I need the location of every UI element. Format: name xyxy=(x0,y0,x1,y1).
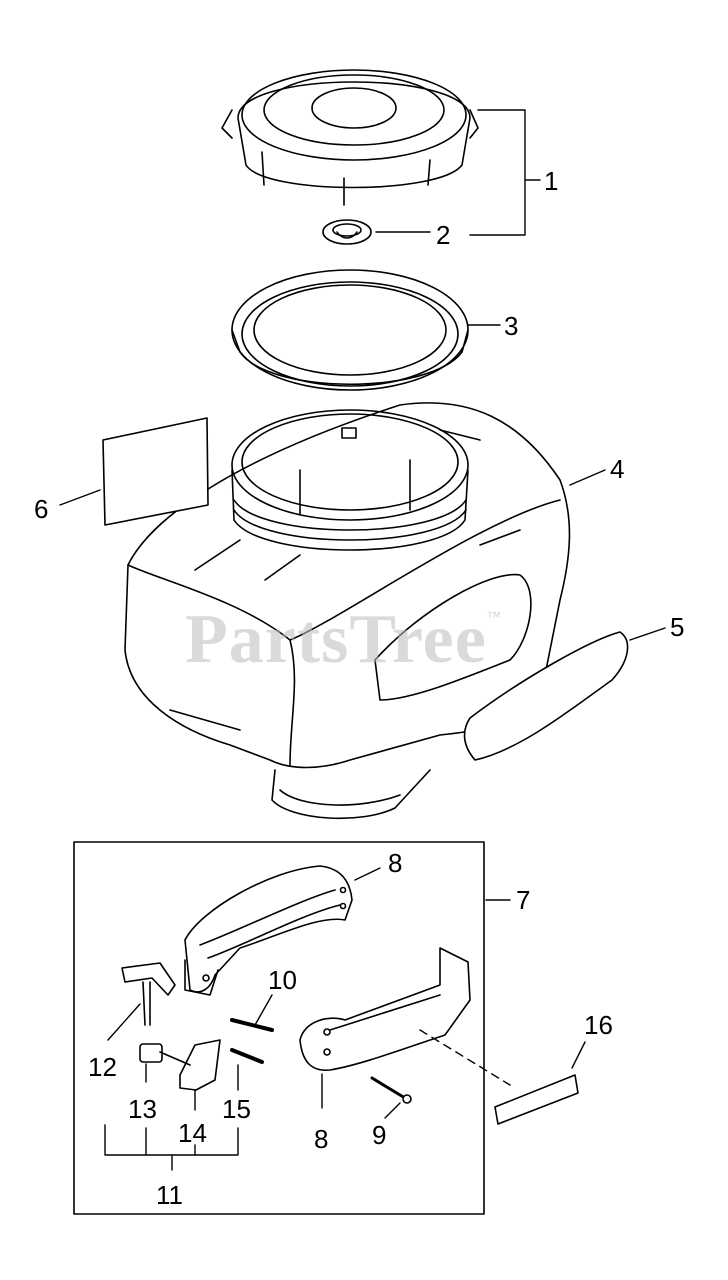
callout-11: 11 xyxy=(156,1180,183,1210)
handle-lower xyxy=(299,947,471,1071)
callout-9: 9 xyxy=(372,1120,387,1150)
screw-9 xyxy=(370,1076,407,1100)
tank-cap xyxy=(221,69,479,206)
label-6 xyxy=(102,417,209,526)
label-5 xyxy=(463,631,629,761)
lever-14 xyxy=(159,1039,221,1091)
callout-2: 2 xyxy=(436,220,451,250)
callout-5: 5 xyxy=(670,612,685,642)
handle-upper xyxy=(184,865,353,996)
callout-3: 3 xyxy=(504,311,519,341)
callout-14: 14 xyxy=(178,1118,207,1148)
callout-4: 4 xyxy=(610,454,625,484)
watermark: PartsTree™ xyxy=(185,601,502,678)
callout-8-upper: 8 xyxy=(388,848,403,878)
tank-body xyxy=(124,402,571,820)
bracket-pin xyxy=(121,962,176,1026)
assembly-frame xyxy=(73,841,485,1215)
nut-13 xyxy=(139,1043,163,1063)
callout-13: 13 xyxy=(128,1094,157,1124)
callout-15: 15 xyxy=(222,1094,251,1124)
callout-6: 6 xyxy=(34,494,49,524)
gasket-ring xyxy=(231,269,469,391)
pin-10 xyxy=(230,1018,274,1032)
vent-valve xyxy=(322,219,372,245)
callout-7: 7 xyxy=(516,885,531,915)
callout-16: 16 xyxy=(584,1010,613,1040)
screw-head xyxy=(402,1094,412,1104)
callout-8-lower: 8 xyxy=(314,1124,329,1154)
pin-15 xyxy=(230,1048,264,1064)
callout-12: 12 xyxy=(88,1052,117,1082)
label-16 xyxy=(494,1074,579,1125)
callout-10: 10 xyxy=(268,965,297,995)
leader-lines xyxy=(59,109,666,1171)
callout-1: 1 xyxy=(544,166,559,196)
